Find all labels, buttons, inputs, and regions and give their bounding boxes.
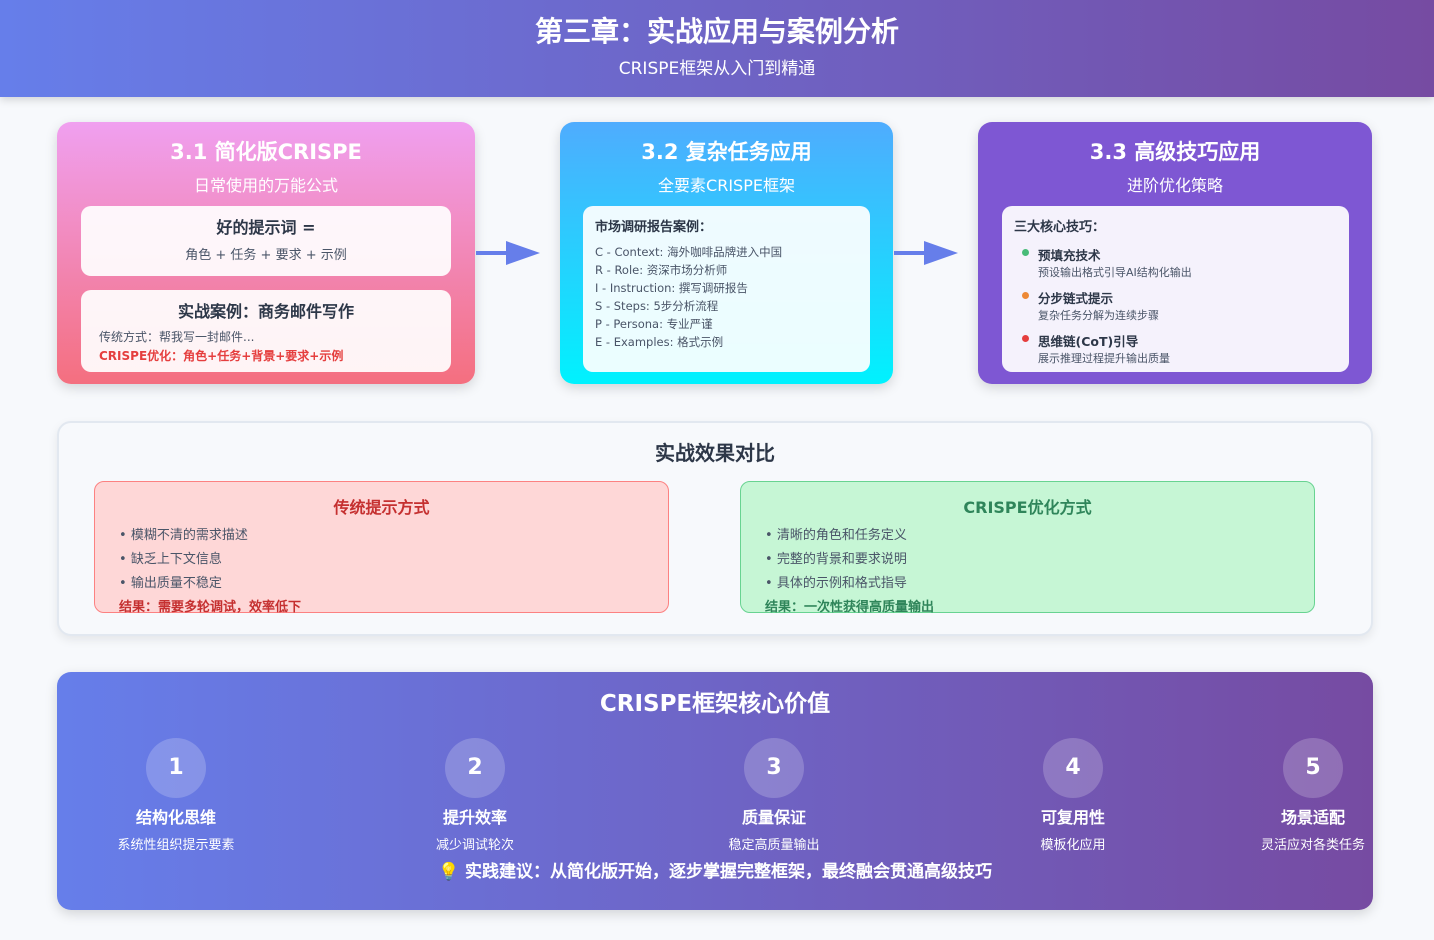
page-title: 第三章：实战应用与案例分析	[534, 15, 899, 48]
lightbulb-icon: 💡	[437, 862, 460, 882]
list-item: 完整的背景和要求说明	[765, 548, 1290, 572]
technique-list: 预填充技术预设输出格式引导AI结构化输出分步链式提示复杂任务分解为连续步骤思维链…	[1014, 245, 1337, 366]
tip: 💡 实践建议：从简化版开始，逐步掌握完整框架，最终融会贯通高级技巧	[57, 857, 1373, 882]
value-number: 1	[146, 738, 206, 798]
technique-item: 分步链式提示复杂任务分解为连续步骤	[1014, 288, 1337, 323]
header: 第三章：实战应用与案例分析 CRISPE框架从入门到精通	[0, 0, 1434, 97]
technique-name: 分步链式提示	[1038, 291, 1114, 306]
value-item: 3 质量保证稳定高质量输出	[689, 738, 859, 853]
section-title: CRISPE框架核心价值	[599, 691, 831, 717]
technique-name: 思维链(CoT)引导	[1038, 334, 1139, 349]
card-title: 3.2 复杂任务应用	[641, 140, 812, 164]
formula-title: 好的提示词 =	[216, 218, 316, 237]
technique-desc: 展示推理过程提升输出质量	[1038, 352, 1170, 365]
traditional-box: 传统提示方式 模糊不清的需求描述 缺乏上下文信息 输出质量不稳定 结果：需要多轮…	[94, 481, 669, 615]
traditional-text: 传统方式：帮我写一封邮件...	[99, 330, 255, 344]
card-title: 3.1 简化版CRISPE	[170, 140, 362, 164]
list-item: 清晰的角色和任务定义	[765, 524, 1290, 548]
crispe-item: C - Context: 海外咖啡品牌进入中国	[595, 245, 783, 259]
result-text: 结果：需要多轮调试，效率低下	[119, 600, 302, 615]
list-item: 具体的示例和格式指导	[765, 572, 1290, 596]
formula: 角色 + 任务 + 要求 + 示例	[185, 248, 347, 263]
formula-box: 好的提示词 = 角色 + 任务 + 要求 + 示例	[81, 206, 451, 276]
value-desc: 灵活应对各类任务	[1260, 838, 1365, 853]
value-desc: 系统性组织提示要素	[117, 838, 235, 853]
technique-desc: 复杂任务分解为连续步骤	[1038, 309, 1159, 322]
value-item: 2 提升效率减少调试轮次	[390, 738, 560, 853]
value-number: 5	[1283, 738, 1343, 798]
crispe-item: E - Examples: 格式示例	[595, 335, 724, 349]
card-subtitle: 进阶优化策略	[1126, 176, 1223, 195]
case-box: 市场调研报告案例： C - Context: 海外咖啡品牌进入中国 R - Ro…	[583, 206, 870, 372]
crispe-box: CRISPE优化方式 清晰的角色和任务定义 完整的背景和要求说明 具体的示例和格…	[740, 481, 1315, 615]
list-item: 缺乏上下文信息	[119, 548, 644, 572]
value-desc: 模板化应用	[1040, 838, 1106, 853]
value-desc: 稳定高质量输出	[728, 838, 820, 853]
technique-item: 预填充技术预设输出格式引导AI结构化输出	[1014, 245, 1337, 280]
arrow-right-icon	[894, 241, 958, 265]
core-values-section: CRISPE框架核心价值 1 结构化思维系统性组织提示要素 2 提升效率减少调试轮次 3…	[57, 672, 1373, 910]
value-item: 4 可复用性模板化应用	[988, 738, 1158, 853]
arrow-right-icon	[476, 241, 540, 265]
crispe-item: I - Instruction: 撰写调研报告	[595, 281, 748, 295]
technique-item: 思维链(CoT)引导展示推理过程提升输出质量	[1014, 331, 1337, 366]
technique-name: 预填充技术	[1038, 248, 1101, 263]
case-title: 实战案例：商务邮件写作	[177, 302, 354, 321]
crispe-list: C - Context: 海外咖啡品牌进入中国 R - Role: 资深市场分析…	[595, 243, 858, 351]
card-advanced-techniques: 3.3 高级技巧应用 进阶优化策略 三大核心技巧： 预填充技术预设输出格式引导A…	[978, 122, 1372, 384]
bullet-dot-icon	[1022, 335, 1029, 342]
value-item: 1 结构化思维系统性组织提示要素	[91, 738, 261, 853]
techniques-box: 三大核心技巧： 预填充技术预设输出格式引导AI结构化输出分步链式提示复杂任务分解…	[1002, 206, 1349, 372]
page-subtitle: CRISPE框架从入门到精通	[618, 59, 816, 79]
value-title: 质量保证	[741, 808, 806, 827]
card-simplified-crispe: 3.1 简化版CRISPE 日常使用的万能公式 好的提示词 = 角色 + 任务 …	[57, 122, 475, 384]
crispe-item: R - Role: 资深市场分析师	[595, 263, 728, 277]
value-number: 4	[1043, 738, 1103, 798]
comparison-section: 实战效果对比 传统提示方式 模糊不清的需求描述 缺乏上下文信息 输出质量不稳定 …	[57, 421, 1373, 636]
case-title: 市场调研报告案例：	[595, 220, 713, 235]
result-text: 结果：一次性获得高质量输出	[765, 600, 935, 615]
bullet-dot-icon	[1022, 249, 1029, 256]
optimized-text: CRISPE优化：角色+任务+背景+要求+示例	[99, 349, 344, 363]
list-item: 模糊不清的需求描述	[119, 524, 644, 548]
card-title: 3.3 高级技巧应用	[1089, 140, 1261, 164]
value-item: 5 场景适配灵活应对各类任务	[1228, 738, 1398, 853]
crispe-item: P - Persona: 专业严谨	[595, 317, 713, 331]
crispe-item: S - Steps: 5步分析流程	[595, 299, 719, 313]
value-title: 结构化思维	[135, 808, 216, 827]
card-subtitle: 全要素CRISPE框架	[658, 176, 795, 195]
value-title: 提升效率	[442, 808, 507, 827]
section-title: 实战效果对比	[655, 441, 775, 465]
box-title: CRISPE优化方式	[963, 498, 1092, 517]
list-item: 输出质量不稳定	[119, 572, 644, 596]
tip-text: 实践建议：从简化版开始，逐步掌握完整框架，最终融会贯通高级技巧	[465, 862, 993, 882]
technique-desc: 预设输出格式引导AI结构化输出	[1038, 266, 1192, 279]
card-complex-task: 3.2 复杂任务应用 全要素CRISPE框架 市场调研报告案例： C - Con…	[560, 122, 893, 384]
value-number: 2	[445, 738, 505, 798]
list-title: 三大核心技巧：	[1014, 220, 1106, 235]
value-title: 场景适配	[1280, 808, 1345, 827]
value-number: 3	[744, 738, 804, 798]
case-box: 实战案例：商务邮件写作 传统方式：帮我写一封邮件... CRISPE优化：角色+…	[81, 290, 451, 372]
box-title: 传统提示方式	[333, 498, 430, 517]
value-title: 可复用性	[1040, 808, 1105, 827]
card-subtitle: 日常使用的万能公式	[193, 176, 338, 195]
value-desc: 减少调试轮次	[435, 838, 514, 853]
bullet-dot-icon	[1022, 292, 1029, 299]
